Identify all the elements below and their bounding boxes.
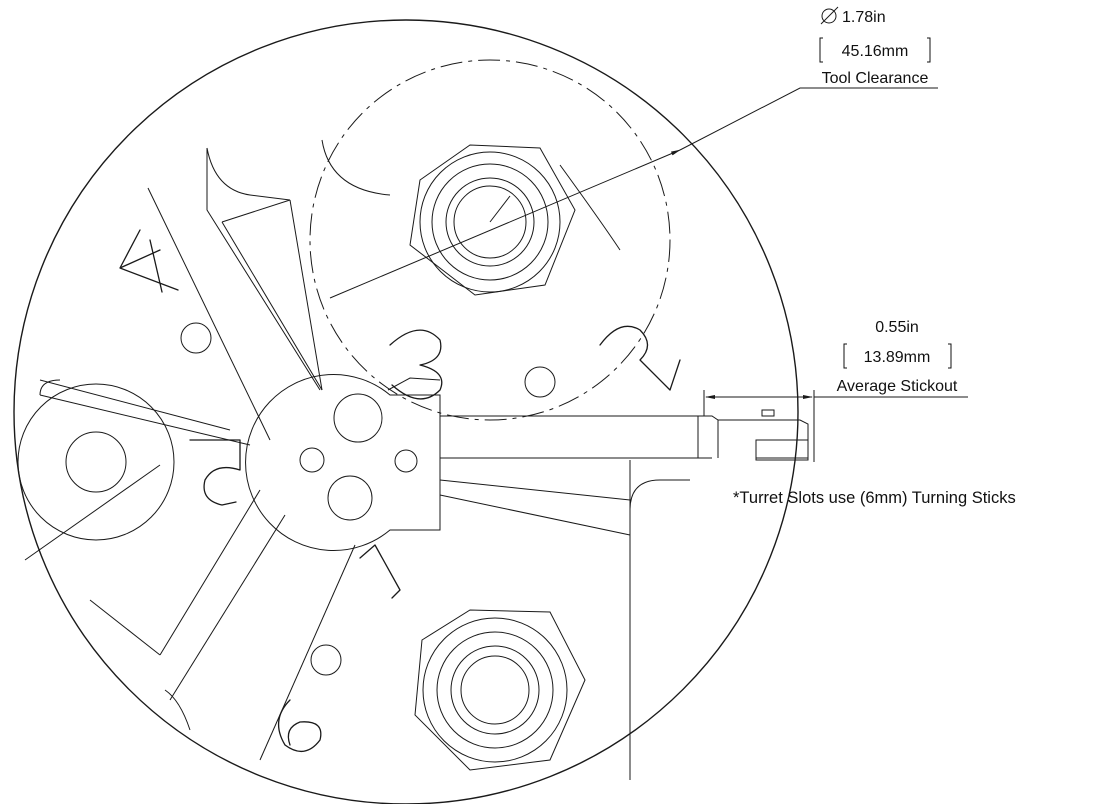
stickout-dimension — [703, 390, 968, 462]
hub-hole-bottom — [327, 475, 373, 521]
hex-nut-bottom — [414, 609, 586, 771]
turning-stick — [439, 409, 809, 461]
tool-clearance-circle — [309, 59, 671, 421]
pin-hole-4 — [180, 322, 212, 354]
tool-clearance-imperial: 1.78in — [842, 9, 886, 26]
holder-slot-5 — [17, 383, 175, 541]
hub-hole-left — [299, 447, 325, 473]
slot-dividers — [24, 139, 690, 780]
stickout-label: Average Stickout — [837, 378, 958, 395]
stickout-imperial: 0.55in — [875, 319, 919, 336]
average-stickout-callout: 0.55in 13.89mm Average Stickout — [837, 319, 958, 395]
stickout-metric: 13.89mm — [864, 349, 931, 366]
center-hub — [245, 374, 441, 551]
slot-number-5 — [189, 439, 241, 506]
hub-hole-top — [333, 393, 383, 443]
hub-hole-right — [394, 449, 418, 473]
slot-number-3 — [389, 329, 443, 400]
turning-stick-note: *Turret Slots use (6mm) Turning Sticks — [733, 489, 1016, 507]
slot-number-4 — [119, 229, 179, 293]
tool-clearance-callout: 1.78in 45.16mm Tool Clearance — [819, 6, 931, 87]
slot-number-1 — [359, 544, 401, 599]
slot-number-6 — [278, 699, 322, 752]
slot-number-2 — [599, 325, 681, 391]
tool-clearance-metric: 45.16mm — [842, 43, 909, 60]
hex-nut-top — [409, 144, 576, 296]
pin-hole-2 — [524, 366, 556, 398]
pin-hole-6 — [310, 644, 342, 676]
turret-body-outline — [13, 19, 799, 804]
diameter-symbol-icon — [821, 8, 837, 24]
tool-clearance-label: Tool Clearance — [822, 70, 929, 87]
clearance-leader — [329, 87, 938, 299]
